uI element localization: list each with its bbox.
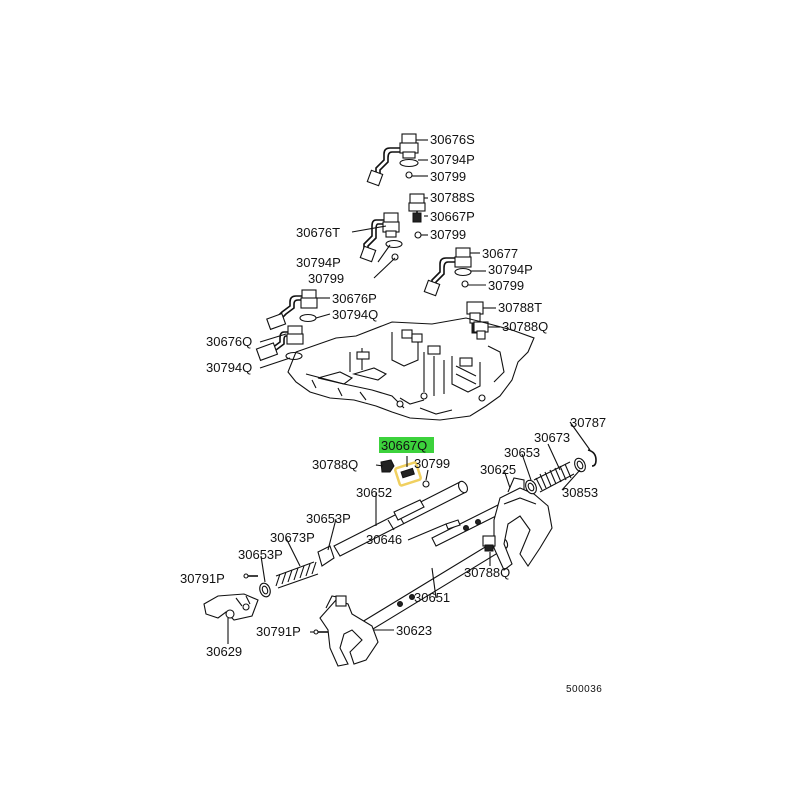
pin-30791P-left: [243, 573, 258, 579]
shift-fork-30623: [319, 595, 379, 667]
part-labels: 30676S 30794P 30799 30788S 30667P 30676T…: [180, 132, 606, 695]
label-30799-lower[interactable]: 30799: [414, 456, 450, 471]
plug-30788Q-left: [380, 459, 395, 473]
label-30794P-top[interactable]: 30794P: [430, 152, 475, 167]
shift-fork-30625: [493, 477, 553, 571]
label-30794P-left[interactable]: 30794P: [296, 255, 341, 270]
label-30667Q[interactable]: 30667Q: [381, 438, 427, 453]
switch-harness-top: [366, 133, 419, 187]
label-30677[interactable]: 30677: [482, 246, 518, 261]
o-ring-30799: [422, 480, 430, 488]
plug-top-right: [473, 321, 489, 340]
label-30788Q-top[interactable]: 30788Q: [502, 319, 548, 334]
label-30799-left[interactable]: 30799: [308, 271, 344, 286]
label-30653P-upper[interactable]: 30653P: [306, 511, 351, 526]
label-30788S[interactable]: 30788S: [430, 190, 475, 205]
label-30667P[interactable]: 30667P: [430, 209, 475, 224]
label-30653P-lower[interactable]: 30653P: [238, 547, 283, 562]
label-30673[interactable]: 30673: [534, 430, 570, 445]
switch-harness-lower-left-1: [266, 289, 318, 331]
label-30799-top[interactable]: 30799: [430, 169, 466, 184]
label-30629[interactable]: 30629: [206, 644, 242, 659]
diagram-code: 500036: [566, 684, 602, 695]
case-housing-top: [287, 317, 535, 421]
label-30652[interactable]: 30652: [356, 485, 392, 500]
label-30651[interactable]: 30651: [414, 590, 450, 605]
label-30676S[interactable]: 30676S: [430, 132, 475, 147]
label-30799-mid[interactable]: 30799: [430, 227, 466, 242]
label-30788Q-bottom[interactable]: 30788Q: [464, 565, 510, 580]
label-30794Q-lower[interactable]: 30794Q: [206, 360, 252, 375]
label-30791P-left[interactable]: 30791P: [180, 571, 225, 586]
spring-30673P: [275, 561, 319, 589]
clip-30787: [587, 449, 597, 467]
shift-rail-30652: [333, 480, 469, 557]
label-30788Q-mid[interactable]: 30788Q: [312, 457, 358, 472]
switch-harness-left: [359, 212, 403, 263]
label-30791P-bottom[interactable]: 30791P: [256, 624, 301, 639]
label-30623[interactable]: 30623: [396, 623, 432, 638]
label-30853[interactable]: 30853: [562, 485, 598, 500]
ring-30853: [574, 457, 586, 473]
ring-30653P: [259, 582, 271, 598]
label-30676P[interactable]: 30676P: [332, 291, 377, 306]
ball-30653: [525, 479, 537, 495]
label-30676T[interactable]: 30676T: [296, 225, 340, 240]
shift-lug-30629: [203, 593, 259, 621]
label-30799-right[interactable]: 30799: [488, 278, 524, 293]
label-30673P[interactable]: 30673P: [270, 530, 315, 545]
pin-30791P-bottom: [313, 629, 328, 635]
spring-30673: [533, 461, 575, 493]
reverse-light-switch: [408, 193, 426, 239]
label-30676Q[interactable]: 30676Q: [206, 334, 252, 349]
highlight-30667Q-label-bg: [379, 437, 434, 453]
switch-harness-lower-left-2: [255, 325, 304, 362]
label-30653[interactable]: 30653: [504, 445, 540, 460]
plug-30788Q-bottom: [482, 535, 496, 552]
highlight-ring-30667Q: [394, 461, 422, 487]
label-30788T[interactable]: 30788T: [498, 300, 542, 315]
label-30794Q-upper[interactable]: 30794Q: [332, 307, 378, 322]
ball-30653P: [317, 545, 335, 567]
label-30787[interactable]: 30787: [570, 415, 606, 430]
label-30625[interactable]: 30625: [480, 462, 516, 477]
leader-lines: [227, 139, 591, 644]
label-30794P-right[interactable]: 30794P: [488, 262, 533, 277]
switch-harness-right: [423, 247, 472, 297]
label-30646[interactable]: 30646: [366, 532, 402, 547]
